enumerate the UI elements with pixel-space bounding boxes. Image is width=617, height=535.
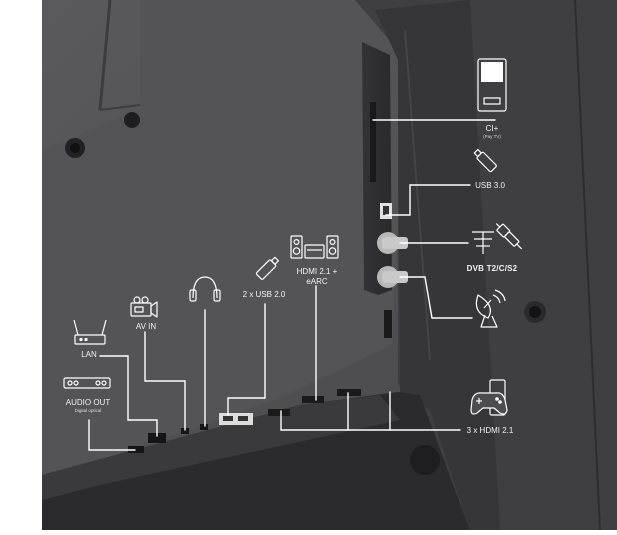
ci-label: CI+	[485, 124, 499, 133]
game-console-icon	[470, 379, 508, 416]
soundbar-icon	[63, 377, 111, 389]
optical-port	[128, 446, 144, 453]
ci-slot	[370, 102, 376, 182]
usb-stick-icon	[255, 256, 280, 280]
speaker-system-icon	[290, 235, 339, 259]
service-port	[384, 310, 392, 338]
callout-lines	[88, 119, 496, 451]
hdmi-port	[337, 389, 361, 396]
headphone-jack	[200, 424, 208, 430]
hdmi-earc-label-line1: HDMI 2.1 +	[296, 267, 338, 276]
hdmi-label: 3 x HDMI 2.1	[466, 426, 514, 435]
hdmi-port	[268, 409, 290, 416]
dvb-label: DVB T2/C/S2	[466, 264, 518, 273]
hdmi-earc-port	[302, 396, 324, 403]
usb3-label: USB 3.0	[475, 181, 505, 190]
audio-out-label: AUDIO OUT	[65, 398, 111, 407]
antenna-icon	[472, 231, 494, 254]
lan-port	[148, 433, 166, 443]
usb2-label: 2 x USB 2.0	[242, 290, 286, 299]
router-icon	[73, 319, 107, 345]
ci-sublabel: (Pay TV)	[483, 134, 501, 139]
camcorder-icon	[130, 296, 158, 318]
coax-cable-icon	[495, 223, 523, 250]
mount-screw-hole	[124, 112, 140, 128]
av-in-jack	[181, 428, 189, 434]
ci-card-icon	[477, 58, 507, 112]
lan-label: LAN	[81, 350, 97, 359]
hdmi-earc-label-line2: eARC	[306, 277, 328, 286]
audio-out-sublabel: Digital optical	[74, 408, 102, 413]
headphones-icon	[189, 276, 221, 302]
stand-hole	[410, 445, 440, 475]
av-in-label: AV IN	[135, 322, 157, 331]
satellite-dish-icon	[475, 289, 506, 328]
usb-stick-icon	[473, 148, 497, 173]
